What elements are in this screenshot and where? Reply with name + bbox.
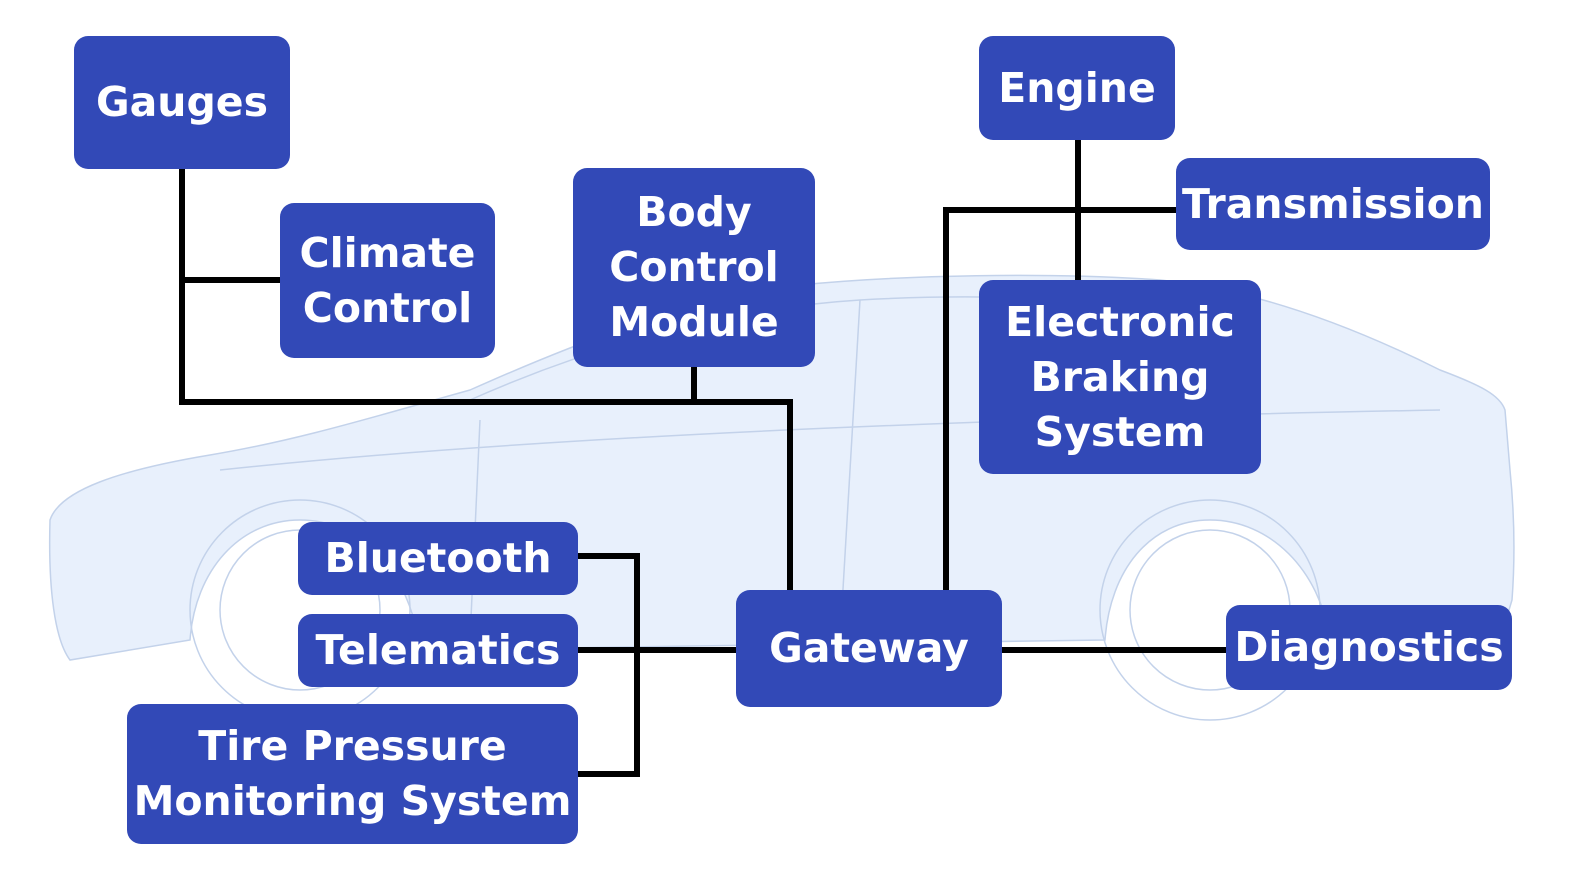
- node-diagnostics: Diagnostics: [1226, 605, 1512, 690]
- node-bluetooth: Bluetooth: [298, 522, 578, 595]
- node-telematics: Telematics: [298, 614, 578, 687]
- wire-gauges-bus: [179, 168, 793, 592]
- wire-powertrain-bus: [943, 207, 1178, 592]
- node-gauges: Gauges: [74, 36, 290, 169]
- node-climate-control: Climate Control: [280, 203, 495, 358]
- node-tire-pressure-monitoring-system: Tire Pressure Monitoring System: [127, 704, 578, 844]
- node-engine: Engine: [979, 36, 1175, 140]
- node-gateway: Gateway: [736, 590, 1002, 707]
- node-body-control-module: Body Control Module: [573, 168, 815, 367]
- node-electronic-braking-system: Electronic Braking System: [979, 280, 1261, 474]
- node-transmission: Transmission: [1176, 158, 1490, 250]
- wire-bluetooth: [578, 553, 640, 777]
- car-door-line: [839, 299, 861, 641]
